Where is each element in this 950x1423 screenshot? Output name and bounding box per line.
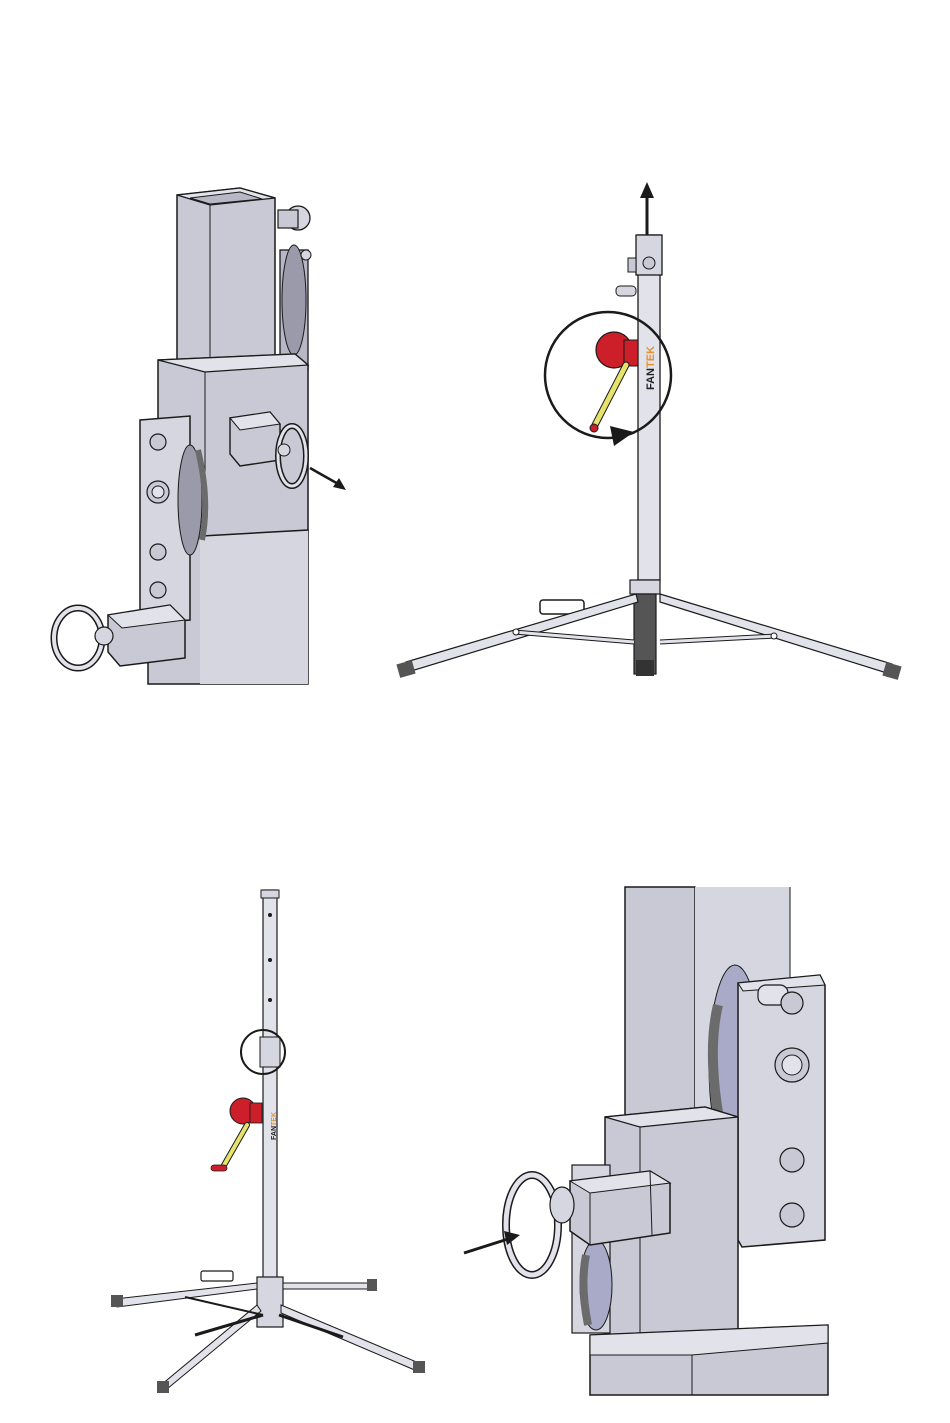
foot: [413, 1361, 425, 1373]
rotation-arrow: [610, 426, 634, 446]
foot: [157, 1381, 169, 1393]
arrow-in-right: [464, 1239, 508, 1253]
inner-tube: [625, 887, 695, 1127]
arrow-out-right: [310, 468, 340, 485]
brand-label: FANTEK: [645, 346, 657, 390]
mast: [638, 235, 660, 580]
foot: [367, 1279, 377, 1291]
leg-front-left: [161, 1305, 261, 1389]
bolt: [150, 434, 166, 450]
bracket-plate: [738, 975, 825, 1247]
leg-back-left: [115, 1283, 257, 1307]
crank-arm: [595, 365, 626, 425]
winch-raise-illustration: FANTEK: [392, 180, 902, 690]
brand-label: FANTEK: [271, 1112, 278, 1140]
pin-insert-illustration: [460, 885, 840, 1400]
stand-extended-illustration: FANTEK: [105, 885, 435, 1405]
foot: [111, 1295, 123, 1307]
panel-top-left: [40, 180, 370, 690]
bolt: [150, 544, 166, 560]
leg-front-right: [281, 1305, 419, 1371]
leg-back-right: [283, 1283, 373, 1289]
bolt: [780, 1148, 804, 1172]
mast: [263, 890, 277, 1285]
brace-left: [514, 632, 634, 642]
panel-bottom-right: [460, 885, 840, 1400]
inner-tube: [177, 188, 275, 370]
bolt: [781, 992, 803, 1014]
bolt: [150, 582, 166, 598]
panel-bottom-left: FANTEK: [105, 885, 435, 1405]
panel-top-right: FANTEK: [392, 180, 902, 690]
crank-arm: [223, 1125, 247, 1167]
carry-handle: [201, 1271, 233, 1281]
bolt: [780, 1203, 804, 1227]
pin-pull-illustration: [40, 180, 370, 690]
